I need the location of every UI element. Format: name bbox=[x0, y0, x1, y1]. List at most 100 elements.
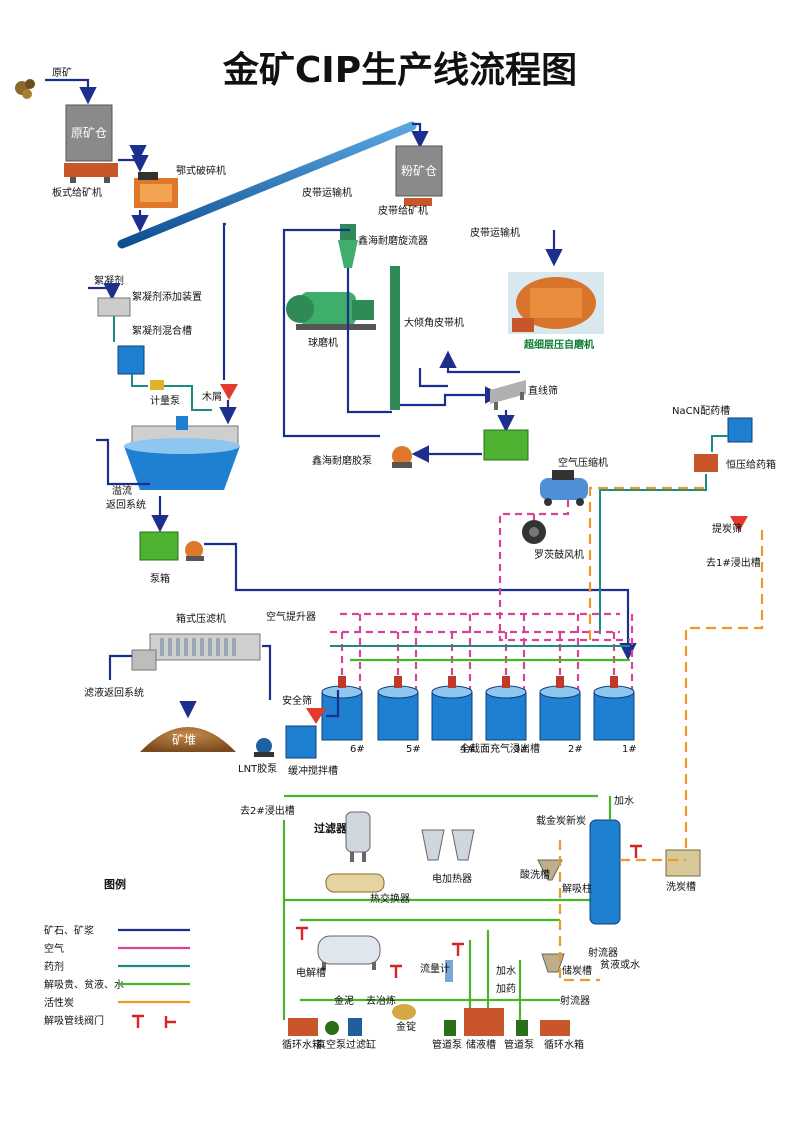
flocculant-label: 絮凝剂 bbox=[94, 274, 124, 287]
overflow-label-1: 溢流 bbox=[112, 484, 132, 497]
floc-mixer bbox=[117, 345, 145, 375]
leach-tank bbox=[321, 676, 363, 741]
desorb-column bbox=[589, 819, 621, 925]
pipe-pump-2-label: 管道泵 bbox=[504, 1038, 534, 1051]
safety-screen-label: 安全筛 bbox=[282, 694, 312, 707]
wood-chip-label: 木屑 bbox=[202, 391, 222, 403]
heat-exchanger-label: 热交换器 bbox=[370, 892, 410, 905]
jaw-crusher-label: 鄂式破碎机 bbox=[176, 164, 226, 177]
add-water-top-label: 加水 bbox=[614, 795, 634, 807]
leach-tank-label: 4# bbox=[460, 744, 475, 755]
add-reagent-label: 加药 bbox=[496, 983, 516, 995]
circ-tank-1-label: 循环水箱 bbox=[282, 1038, 322, 1051]
legend-label: 药剂 bbox=[44, 960, 64, 973]
leach-tank-label: 2# bbox=[568, 744, 583, 755]
valves bbox=[296, 844, 642, 978]
ore-heap-label: 矿堆 bbox=[172, 733, 196, 747]
powder-bin-label: 粉矿仓 bbox=[401, 164, 437, 178]
pipe-pump-2 bbox=[516, 1020, 528, 1036]
leach-tank bbox=[431, 676, 473, 741]
air-drops bbox=[340, 614, 634, 690]
linear-screen-label: 直线筛 bbox=[528, 384, 558, 397]
ball-mill-label: 球磨机 bbox=[308, 336, 338, 349]
hpgr-label: 超细层压自磨机 bbox=[523, 338, 594, 351]
leach-tank-label: 5# bbox=[406, 744, 421, 755]
storage-tank bbox=[464, 1008, 504, 1036]
ore-heap bbox=[140, 727, 236, 752]
leach-tank bbox=[593, 676, 635, 741]
legend-label: 活性炭 bbox=[44, 996, 74, 1009]
raw-ore-label: 原矿 bbox=[52, 66, 72, 79]
legend-label: 矿石、矿浆 bbox=[44, 924, 94, 937]
belt-conveyor-2-label: 皮带运输机 bbox=[470, 226, 520, 239]
plate-feeder-label: 板式给矿机 bbox=[52, 186, 102, 199]
cyclone-label: 鑫海耐磨旋流器 bbox=[358, 234, 428, 247]
hpgr-mill bbox=[508, 272, 604, 334]
leach-tank bbox=[377, 676, 419, 741]
heat-exchanger bbox=[325, 873, 385, 893]
air-compressor bbox=[540, 470, 588, 506]
air-compressor-label: 空气压缩机 bbox=[558, 456, 608, 469]
linear-screen bbox=[490, 380, 526, 410]
desorb-column-label: 解吸柱 bbox=[562, 882, 592, 895]
lnt-pump-label: LNT胶泵 bbox=[238, 762, 277, 775]
screen-tank bbox=[483, 429, 529, 461]
buffer-tank bbox=[285, 725, 317, 759]
vacuum-pump bbox=[325, 1021, 339, 1035]
floc-mixer-label: 絮凝剂混合槽 bbox=[132, 324, 192, 337]
gold-mud-label: 金泥 bbox=[334, 994, 354, 1007]
belt-feeder bbox=[404, 198, 432, 206]
nacn-tank bbox=[727, 417, 753, 443]
storage-carbon-label: 储炭槽 bbox=[562, 964, 592, 977]
leach-tank bbox=[485, 676, 527, 741]
jet-label: 射流器 bbox=[588, 946, 618, 959]
lean-liquid-label: 贫液或水 bbox=[600, 958, 640, 971]
slurry-pump bbox=[392, 446, 412, 468]
add-water-label: 加水 bbox=[496, 965, 516, 977]
belt-conveyor-1 bbox=[117, 121, 417, 249]
wood-chip-screen bbox=[220, 384, 238, 400]
raw-bin bbox=[65, 104, 113, 162]
page-title: 金矿CIP生产线流程图 bbox=[222, 49, 577, 91]
powder-bin bbox=[395, 145, 443, 197]
acid-wash-tank bbox=[537, 859, 563, 881]
carbon-screen-label: 提炭筛 bbox=[712, 522, 742, 535]
filter-label: 过滤器 bbox=[314, 821, 348, 835]
vacuum-pump-label: 真空泵 bbox=[316, 1038, 346, 1051]
filtrate-return-label: 滤液返回系统 bbox=[84, 686, 144, 699]
floc-adder bbox=[97, 297, 131, 317]
electrolysis-label: 电解槽 bbox=[296, 966, 326, 979]
flow-meter bbox=[445, 960, 453, 982]
roots-blower-label: 罗茨鼓风机 bbox=[534, 548, 584, 561]
filter-tank bbox=[348, 1018, 362, 1036]
elec-heater-label: 电加热器 bbox=[432, 872, 472, 885]
storage-carbon-tank bbox=[541, 953, 565, 973]
storage-tank-label: 储液槽 bbox=[466, 1038, 496, 1051]
safety-screen bbox=[306, 708, 326, 724]
acid-wash-label: 酸洗槽 bbox=[520, 868, 550, 881]
nacn-tank-label: NaCN配药槽 bbox=[672, 404, 730, 417]
air-lift-label: 空气提升器 bbox=[266, 610, 316, 623]
buffer-tank-label: 缓冲搅拌槽 bbox=[288, 764, 338, 777]
lnt-pump bbox=[254, 738, 274, 757]
pump-box-pump bbox=[185, 541, 204, 561]
leach-tank bbox=[539, 676, 581, 741]
leach-tank-label: 1# bbox=[622, 744, 637, 755]
plate-feeder bbox=[64, 163, 118, 183]
leach-tanks: 6#5#4#3#2#1# bbox=[321, 676, 637, 755]
electrolysis-cell bbox=[317, 935, 381, 970]
filter-press-label: 箱式压滤机 bbox=[176, 612, 226, 625]
gold-ingot-icon bbox=[392, 1004, 416, 1020]
jet-2-label: 射流器 bbox=[560, 994, 590, 1007]
pipe-pump-1-label: 管道泵 bbox=[432, 1038, 462, 1051]
to-leach-2-label: 去2#浸出槽 bbox=[240, 804, 295, 817]
metering-pump bbox=[150, 380, 164, 390]
belt-conveyor-1-label: 皮带运输机 bbox=[302, 186, 352, 199]
gold-ingot-label: 金锭 bbox=[396, 1020, 416, 1033]
carbon-wash-tank bbox=[665, 849, 701, 877]
filter-vessel bbox=[345, 811, 371, 862]
slurry-pump-label: 鑫海耐磨胶泵 bbox=[312, 454, 372, 467]
circ-tank-2 bbox=[540, 1020, 570, 1036]
const-feeder bbox=[694, 454, 718, 472]
